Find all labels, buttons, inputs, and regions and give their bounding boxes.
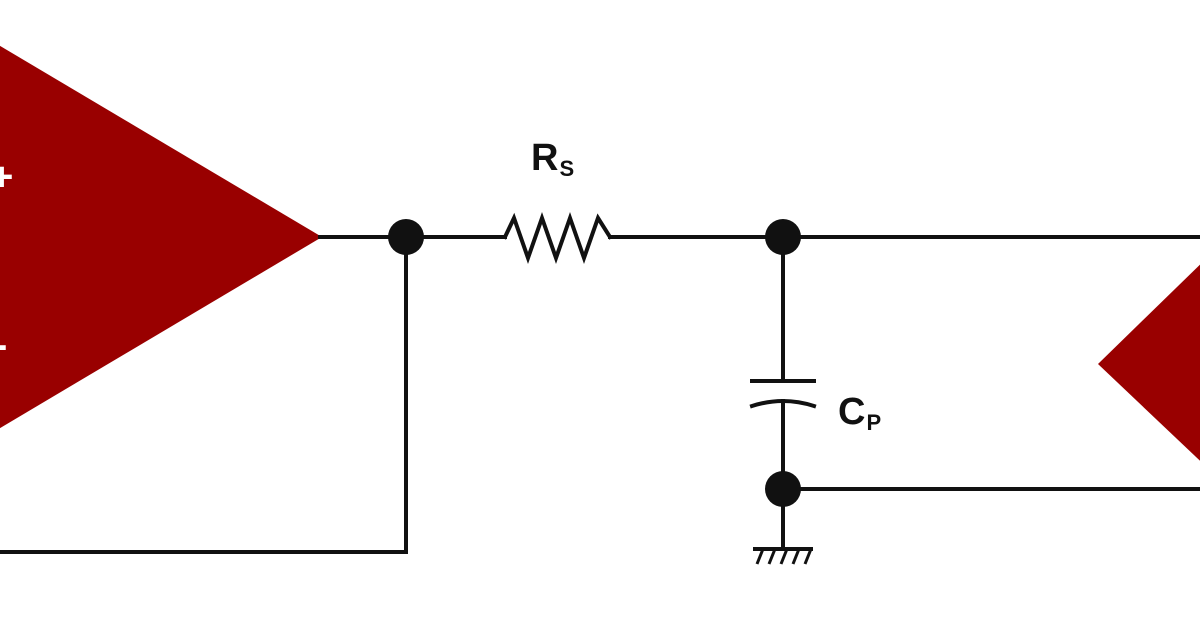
ground-icon <box>753 547 813 565</box>
resistor-rs <box>502 211 613 265</box>
opamp-noninverting-sign: + <box>0 155 13 199</box>
opamp-load <box>1098 264 1200 461</box>
junction-capacitor-top <box>765 219 801 255</box>
junction-opamp-output <box>388 219 424 255</box>
junction-capacitor-bottom <box>765 471 801 507</box>
opamp-inverting-sign: - <box>0 323 7 367</box>
resistor-label: RS <box>531 137 574 181</box>
opamp-driver <box>0 45 322 429</box>
capacitor-label: CP <box>838 391 881 435</box>
